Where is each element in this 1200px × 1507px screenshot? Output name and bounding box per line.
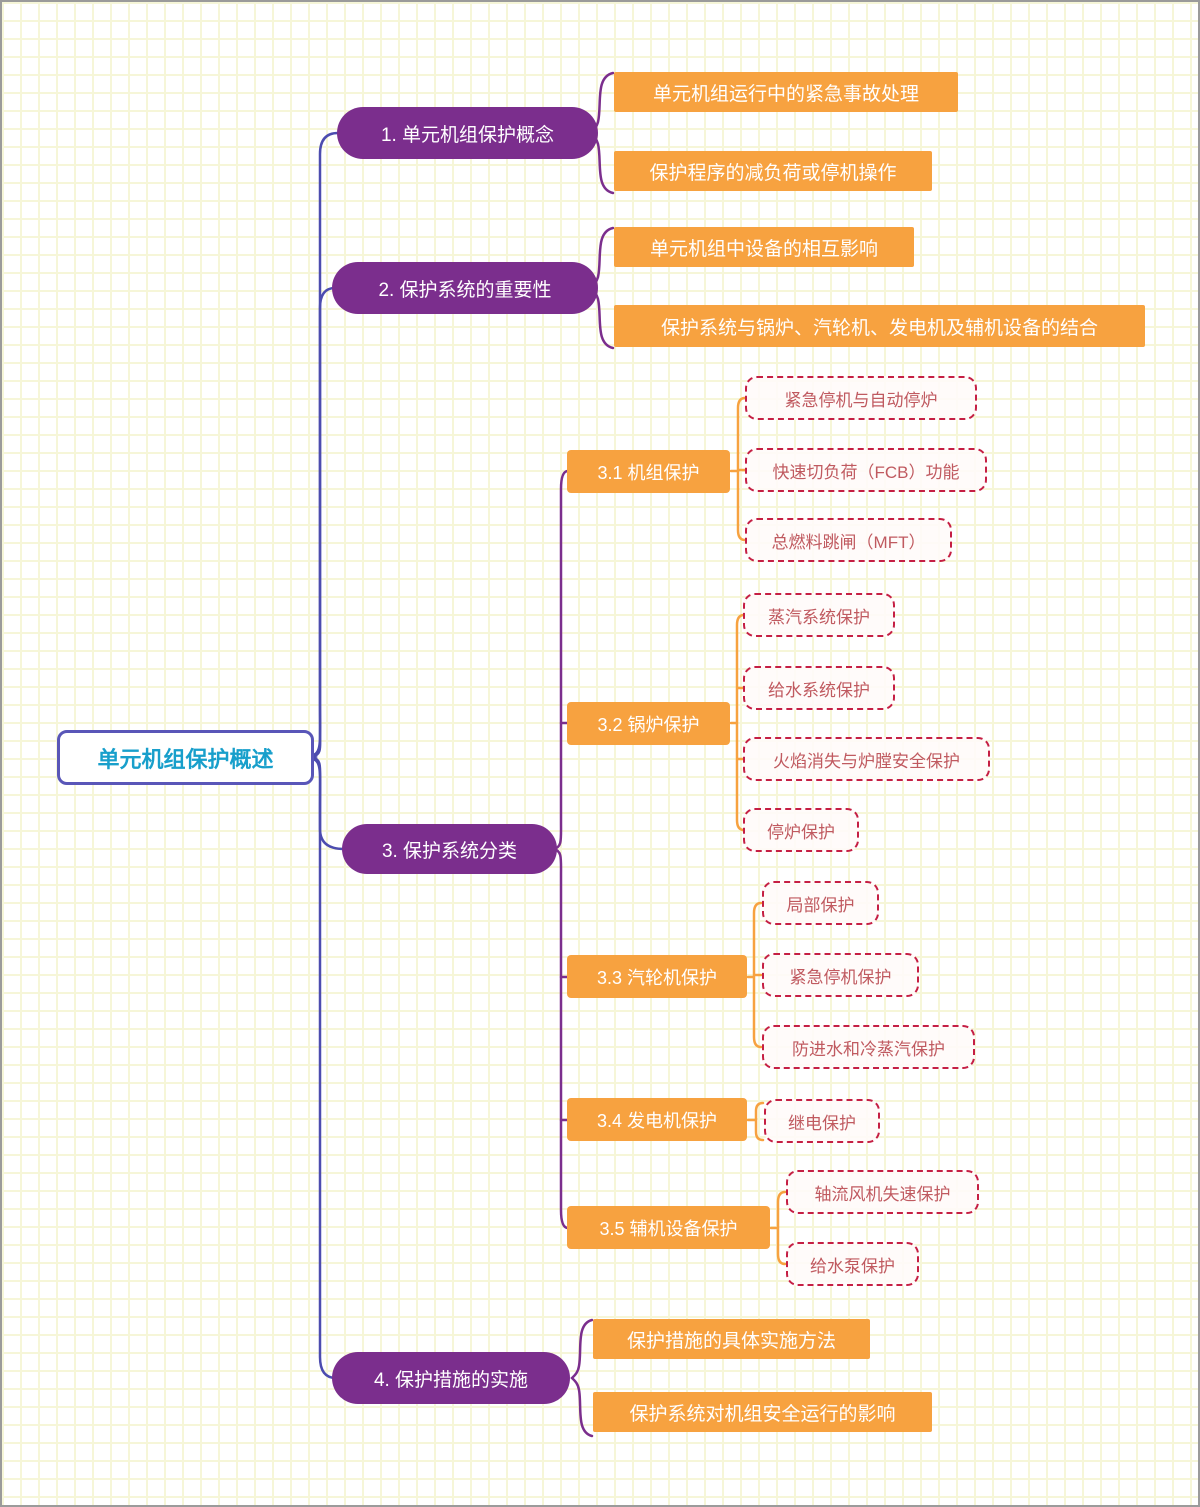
connector-root-branch3	[311, 756, 346, 851]
sub-branch-3-3-node[interactable]: 3.3 汽轮机保护	[567, 955, 747, 998]
branch-2-node[interactable]: 2. 保护系统的重要性	[332, 262, 598, 314]
branch-2-child-1[interactable]: 单元机组中设备的相互影响	[614, 227, 914, 267]
branch-4-child-2[interactable]: 保护系统对机组安全运行的影响	[593, 1392, 932, 1432]
leaf-3-4-1[interactable]: 继电保护	[764, 1099, 880, 1143]
root-node[interactable]: 单元机组保护概述	[57, 730, 314, 785]
branch-2-child-2[interactable]: 保护系统与锅炉、汽轮机、发电机及辅机设备的结合	[614, 305, 1145, 347]
branch-3-node[interactable]: 3. 保护系统分类	[342, 824, 557, 874]
sub-branch-3-4-node[interactable]: 3.4 发电机保护	[567, 1098, 747, 1141]
sub-branch-3-1-node[interactable]: 3.1 机组保护	[567, 450, 730, 493]
leaf-3-3-2[interactable]: 紧急停机保护	[762, 953, 919, 997]
branch-4-node[interactable]: 4. 保护措施的实施	[332, 1352, 570, 1404]
leaf-3-2-3[interactable]: 火焰消失与炉膛安全保护	[743, 737, 990, 781]
connector-root-branch1	[311, 131, 340, 757]
leaf-3-1-3[interactable]: 总燃料跳闸（MFT）	[745, 518, 952, 562]
leaf-3-3-1[interactable]: 局部保护	[762, 881, 879, 925]
sub-branch-3-5-node[interactable]: 3.5 辅机设备保护	[567, 1206, 770, 1249]
bracket-sub34	[746, 1101, 765, 1142]
leaf-3-2-2[interactable]: 给水系统保护	[743, 666, 895, 710]
bracket-sub33	[746, 901, 763, 1049]
leaf-3-3-3[interactable]: 防进水和冷蒸汽保护	[762, 1025, 975, 1069]
trunk-connectors	[311, 131, 346, 1380]
leaf-3-2-4[interactable]: 停炉保护	[743, 808, 859, 852]
connector-root-branch2	[311, 286, 337, 758]
branch-1-node[interactable]: 1. 单元机组保护概念	[337, 107, 598, 159]
branch-4-child-1[interactable]: 保护措施的具体实施方法	[593, 1319, 870, 1359]
branch-1-child-2[interactable]: 保护程序的减负荷或停机操作	[614, 151, 932, 191]
bracket-sub31	[729, 396, 747, 542]
branch-1-child-1[interactable]: 单元机组运行中的紧急事故处理	[614, 72, 958, 112]
spine-to-sub35	[552, 847, 570, 1230]
leaf-3-1-1[interactable]: 紧急停机与自动停炉	[745, 376, 977, 420]
leaf-3-1-2[interactable]: 快速切负荷（FCB）功能	[745, 448, 987, 492]
leaf-3-5-2[interactable]: 给水泵保护	[786, 1242, 919, 1286]
connector-root-branch4	[311, 757, 338, 1380]
leaf-3-5-1[interactable]: 轴流风机失速保护	[786, 1170, 979, 1214]
sub-branch-3-2-node[interactable]: 3.2 锅炉保护	[567, 702, 730, 745]
bracket-sub35	[769, 1190, 787, 1266]
brace-branch4	[570, 1318, 594, 1438]
spine-to-sub31	[552, 469, 570, 851]
bracket-sub32	[729, 613, 746, 832]
leaf-3-2-1[interactable]: 蒸汽系统保护	[743, 593, 895, 637]
